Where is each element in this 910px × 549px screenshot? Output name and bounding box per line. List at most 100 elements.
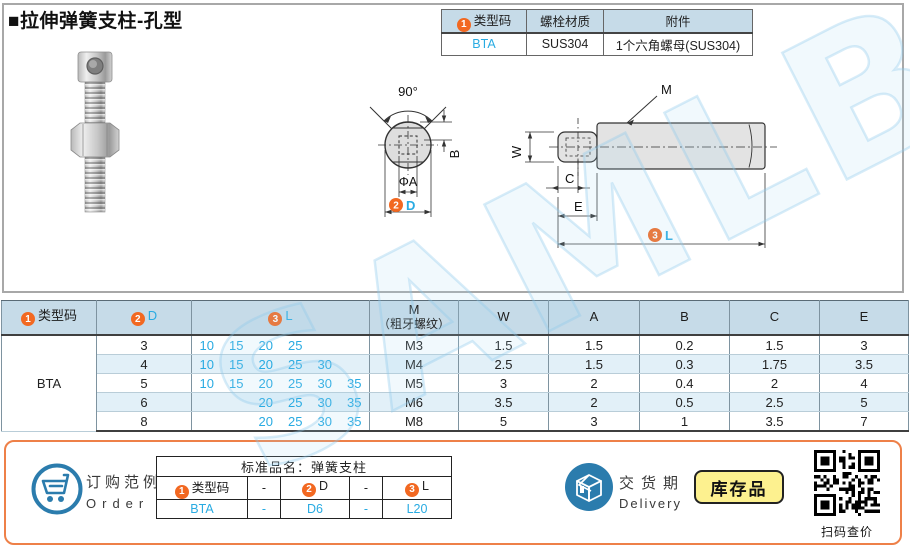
l-value: 20	[258, 394, 273, 410]
cell-b: 0.4	[639, 373, 730, 393]
l-value	[192, 395, 222, 410]
l-value: 35	[347, 413, 362, 429]
delivery-box-icon	[565, 463, 613, 511]
header-c: C	[729, 300, 820, 336]
badge-2-icon: 2	[301, 482, 316, 497]
cell-m: M6	[369, 392, 459, 412]
order-value-l: L20	[382, 498, 452, 519]
header-a: A	[548, 300, 640, 336]
cell-a: 3	[548, 411, 640, 432]
cell-d: 4	[96, 354, 192, 374]
dim-label-e: E	[574, 199, 583, 214]
cell-e: 3.5	[819, 354, 909, 374]
l-value: 15	[229, 356, 244, 372]
l-value: 15	[229, 337, 244, 353]
header-b: B	[639, 300, 730, 336]
l-value	[340, 338, 370, 353]
badge-3-icon	[648, 228, 662, 242]
badge-2-icon	[389, 198, 403, 212]
l-value	[340, 357, 370, 372]
cell-c: 3.5	[729, 411, 820, 432]
cell-c: 2.5	[729, 392, 820, 412]
cell-e: 5	[819, 392, 909, 412]
cell-b: 0.5	[639, 392, 730, 412]
l-value: 30	[317, 356, 332, 372]
l-value: 15	[229, 375, 244, 391]
header-m: M（粗牙螺纹）	[369, 300, 459, 336]
cell-e: 7	[819, 411, 909, 432]
l-value: 35	[347, 375, 362, 391]
spec-accessory: 1个六角螺母(SUS304)	[603, 32, 753, 56]
cell-c: 1.75	[729, 354, 820, 374]
svg-text:2: 2	[393, 201, 399, 212]
cell-m: M5	[369, 373, 459, 393]
cell-d: 3	[96, 334, 192, 355]
spec-type-code: BTA	[441, 32, 527, 56]
dim-label-b: B	[447, 150, 462, 159]
order-dash: -	[349, 476, 383, 500]
cell-d: 6	[96, 392, 192, 412]
cell-m: M4	[369, 354, 459, 374]
dim-label-angle: 90°	[398, 84, 418, 99]
header-w: W	[458, 300, 549, 336]
front-view-drawing: 90° B ΦA 2 D	[369, 84, 462, 217]
l-value: 25	[288, 356, 303, 372]
qr-caption: 扫码查价	[820, 525, 873, 539]
cell-c: 2	[729, 373, 820, 393]
dim-label-phi-a: ΦA	[399, 175, 418, 189]
l-value: 10	[199, 356, 214, 372]
badge-2-icon: 2	[130, 312, 145, 327]
order-dash: -	[349, 498, 383, 519]
order-values-row: BTA - D6 - L20	[156, 498, 452, 519]
order-label-en: Order	[86, 496, 150, 511]
l-value: 35	[347, 394, 362, 410]
delivery-label-en: Delivery	[619, 496, 682, 511]
qr-block: 扫码查价	[812, 450, 882, 540]
cell-w: 3	[458, 373, 549, 393]
page-title: ■拉伸弹簧支柱-孔型	[8, 11, 183, 32]
order-dash: -	[247, 476, 281, 500]
product-photo	[70, 51, 120, 213]
l-value: 30	[317, 413, 332, 429]
l-value: 25	[288, 337, 303, 353]
cell-b: 1	[639, 411, 730, 432]
order-dash: -	[247, 498, 281, 519]
cell-b: 0.2	[639, 334, 730, 355]
order-value-type-code: BTA	[156, 498, 248, 519]
dim-label-m: M	[661, 82, 672, 97]
l-value: 10	[199, 337, 214, 353]
cell-a: 2	[548, 392, 640, 412]
badge-3-icon: 3	[268, 312, 283, 327]
cell-l-values: 10 15 20 25 30	[191, 354, 370, 374]
cell-e: 4	[819, 373, 909, 393]
l-value: 20	[258, 356, 273, 372]
cell-w: 3.5	[458, 392, 549, 412]
cell-c: 1.5	[729, 334, 820, 355]
cell-m: M8	[369, 411, 459, 432]
l-value: 10	[199, 375, 214, 391]
delivery-label-cn: 交货期	[619, 475, 686, 492]
cart-icon	[31, 463, 83, 515]
l-value	[192, 414, 222, 429]
cell-w: 5	[458, 411, 549, 432]
qr-code	[814, 450, 880, 516]
order-label-cn: 订购范例	[86, 474, 163, 491]
cell-type-code: BTA	[1, 334, 97, 432]
l-value: 25	[288, 375, 303, 391]
dim-label-w: W	[509, 145, 524, 158]
